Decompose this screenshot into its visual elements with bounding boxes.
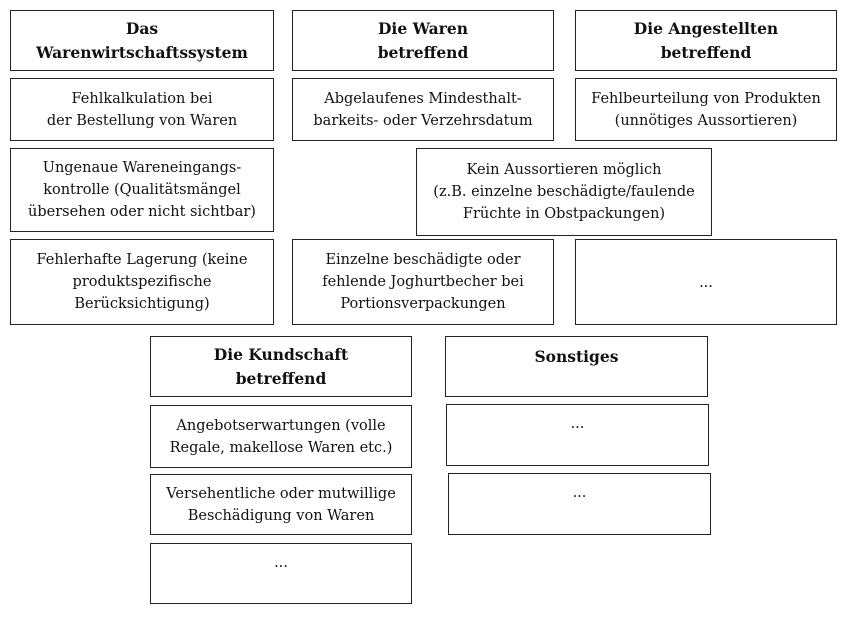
- goods-item-2-text: Einzelne beschädigte oder fehlende Joghu…: [322, 252, 524, 312]
- goods-item-1-text: Abgelaufenes Mindesthalt- barkeits- oder…: [313, 90, 533, 129]
- header-other-label: Sonstiges: [534, 347, 619, 366]
- header-customers-label: Die Kundschaft betreffend: [213, 344, 349, 388]
- customer-item-3-text: ...: [274, 555, 288, 571]
- system-item-1: Fehlkalkulation bei der Bestellung von W…: [10, 78, 274, 141]
- header-system-label: Das Warenwirtschaftssystem: [36, 18, 248, 62]
- header-customers: Die Kundschaft betreffend: [150, 336, 412, 397]
- employee-item-1-text: Fehlbeurteilung von Produkten (unnötiges…: [591, 90, 821, 129]
- system-item-2-text: Ungenaue Wareneingangs- kontrolle (Quali…: [28, 160, 256, 220]
- header-system: Das Warenwirtschaftssystem: [10, 10, 274, 71]
- employee-item-2-text: ...: [699, 275, 713, 291]
- shared-item: Kein Aussortieren möglich (z.B. einzelne…: [416, 148, 712, 236]
- header-goods: Die Waren betreffend: [292, 10, 554, 71]
- employee-item-2: ...: [575, 239, 837, 325]
- shared-item-text: Kein Aussortieren möglich (z.B. einzelne…: [433, 162, 695, 222]
- header-other: Sonstiges: [445, 336, 708, 397]
- other-item-2: ...: [448, 473, 711, 535]
- header-employees-label: Die Angestellten betreffend: [633, 18, 779, 62]
- system-item-1-text: Fehlkalkulation bei der Bestellung von W…: [46, 90, 238, 129]
- system-item-3: Fehlerhafte Lagerung (keine produktspezi…: [10, 239, 274, 325]
- system-item-3-text: Fehlerhafte Lagerung (keine produktspezi…: [36, 252, 248, 312]
- other-item-1: ...: [446, 404, 709, 466]
- customer-item-1: Angebotserwartungen (volle Regale, makel…: [150, 405, 412, 468]
- header-goods-label: Die Waren betreffend: [377, 18, 469, 62]
- goods-item-2: Einzelne beschädigte oder fehlende Joghu…: [292, 239, 554, 325]
- customer-item-3: ...: [150, 543, 412, 604]
- customer-item-2: Versehentliche oder mutwillige Beschädig…: [150, 474, 412, 535]
- customer-item-1-text: Angebotserwartungen (volle Regale, makel…: [169, 417, 393, 456]
- system-item-2: Ungenaue Wareneingangs- kontrolle (Quali…: [10, 148, 274, 232]
- header-employees: Die Angestellten betreffend: [575, 10, 837, 71]
- other-item-2-text: ...: [572, 485, 587, 501]
- employee-item-1: Fehlbeurteilung von Produkten (unnötiges…: [575, 78, 837, 141]
- goods-item-1: Abgelaufenes Mindesthalt- barkeits- oder…: [292, 78, 554, 141]
- customer-item-2-text: Versehentliche oder mutwillige Beschädig…: [166, 485, 396, 524]
- other-item-1-text: ...: [570, 416, 585, 432]
